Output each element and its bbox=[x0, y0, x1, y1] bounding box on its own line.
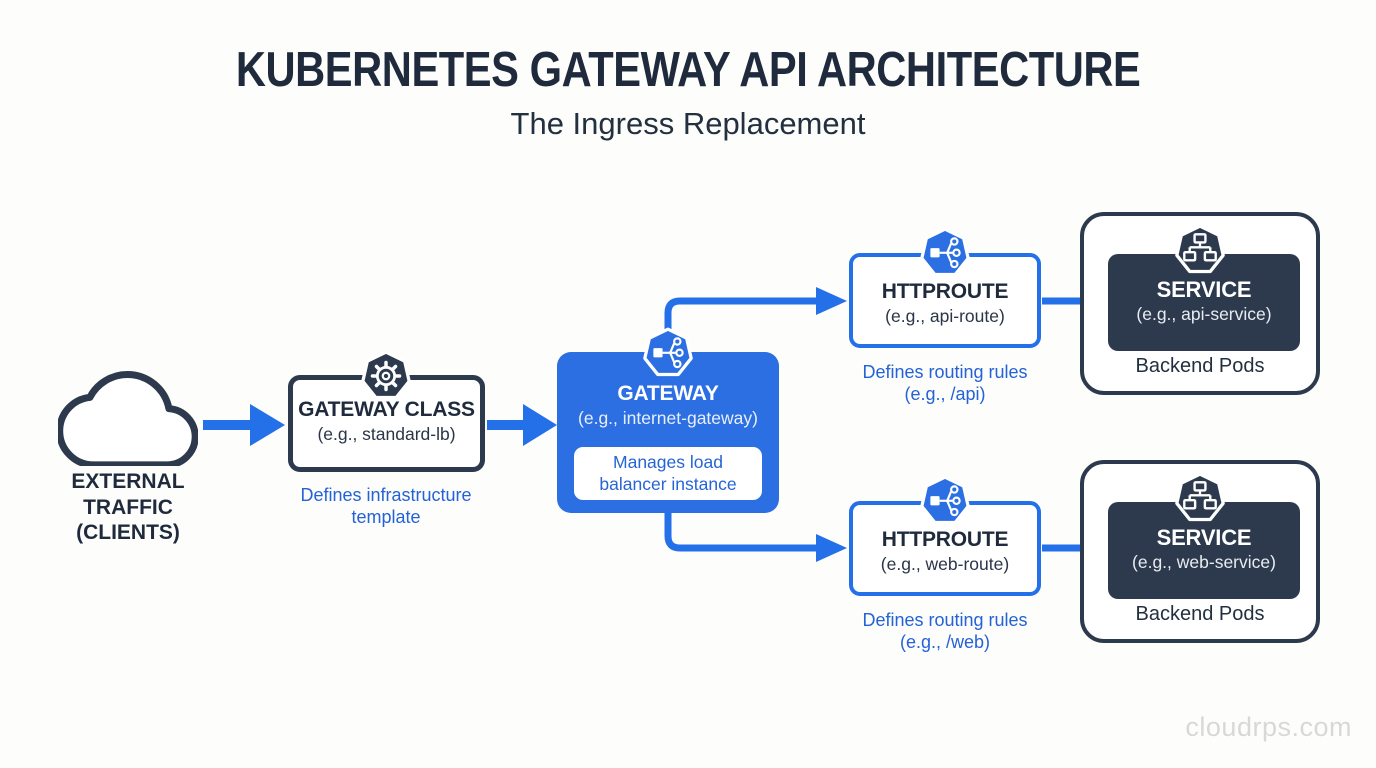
httproute-web-title: HTTPROUTE bbox=[881, 528, 1009, 551]
gateway-note-line2: balancer instance bbox=[599, 473, 737, 494]
external-traffic-node bbox=[56, 370, 199, 469]
service-web-box: SERVICE (e.g., web-service) bbox=[1108, 502, 1300, 599]
sitemap-icon bbox=[1175, 472, 1225, 522]
sitemap-icon bbox=[1175, 224, 1225, 274]
gateway-class-caption: Defines infrastructure template bbox=[276, 484, 496, 528]
connector-gateway-to-httproute-api bbox=[664, 287, 847, 346]
httproute-web-caption-line2: (e.g., /web) bbox=[899, 632, 991, 652]
httproute-api-title: HTTPROUTE bbox=[881, 280, 1009, 303]
page-subtitle: The Ingress Replacement bbox=[510, 106, 866, 141]
arrow-gatewayclass-to-gateway bbox=[487, 404, 557, 446]
route-icon bbox=[643, 327, 693, 377]
httproute-api-caption: Defines routing rules (e.g., /api) bbox=[834, 361, 1056, 405]
external-traffic-label: EXTERNAL TRAFFIC (CLIENTS) bbox=[30, 469, 226, 546]
external-traffic-line1: EXTERNAL bbox=[71, 470, 185, 493]
httproute-web-caption: Defines routing rules (e.g., /web) bbox=[834, 609, 1056, 653]
gateway-class-title: GATEWAY CLASS bbox=[298, 398, 475, 421]
service-web-node: SERVICE (e.g., web-service) Backend Pods bbox=[1080, 460, 1320, 643]
httproute-api-caption-line1: Defines routing rules bbox=[862, 362, 1028, 382]
httproute-api-example: (e.g., api-route) bbox=[885, 306, 1005, 326]
service-api-footer: Backend Pods bbox=[1135, 355, 1265, 377]
gateway-note-line1: Manages load bbox=[613, 452, 723, 472]
external-traffic-line3: (CLIENTS) bbox=[76, 521, 180, 544]
page-title-text: KUBERNETES GATEWAY API ARCHITECTURE bbox=[235, 43, 1141, 97]
gateway-title: GATEWAY bbox=[617, 382, 719, 405]
httproute-api-caption-line2: (e.g., /api) bbox=[904, 384, 986, 404]
cloud-icon bbox=[56, 370, 199, 469]
service-api-title: SERVICE bbox=[1156, 277, 1252, 302]
service-api-example: (e.g., api-service) bbox=[1136, 304, 1272, 324]
service-web-title: SERVICE bbox=[1156, 525, 1252, 550]
route-icon bbox=[920, 227, 970, 277]
httproute-web-caption-line1: Defines routing rules bbox=[862, 610, 1028, 630]
httproute-web-example: (e.g., web-route) bbox=[880, 554, 1010, 574]
gateway-node: GATEWAY (e.g., internet-gateway) Manages… bbox=[557, 352, 779, 513]
gateway-note: Manages load balancer instance bbox=[574, 447, 762, 500]
external-traffic-line2: TRAFFIC bbox=[83, 495, 173, 519]
connector-gateway-to-httproute-web bbox=[664, 504, 847, 562]
service-web-example: (e.g., web-service) bbox=[1132, 552, 1276, 572]
service-web-footer: Backend Pods bbox=[1135, 603, 1265, 625]
arrow-external-to-gatewayclass bbox=[203, 404, 285, 446]
gateway-class-example: (e.g., standard-lb) bbox=[317, 424, 456, 444]
gateway-class-caption-line2: template bbox=[351, 507, 421, 527]
gateway-example: (e.g., internet-gateway) bbox=[578, 408, 758, 428]
gateway-class-node: GATEWAY CLASS (e.g., standard-lb) bbox=[288, 375, 485, 472]
page-title: KUBERNETES GATEWAY API ARCHITECTURE bbox=[0, 42, 1376, 98]
watermark: cloudrps.com bbox=[1185, 712, 1352, 742]
gateway-class-caption-line1: Defines infrastructure bbox=[300, 485, 472, 505]
route-icon bbox=[920, 475, 970, 525]
gear-icon bbox=[361, 350, 411, 400]
